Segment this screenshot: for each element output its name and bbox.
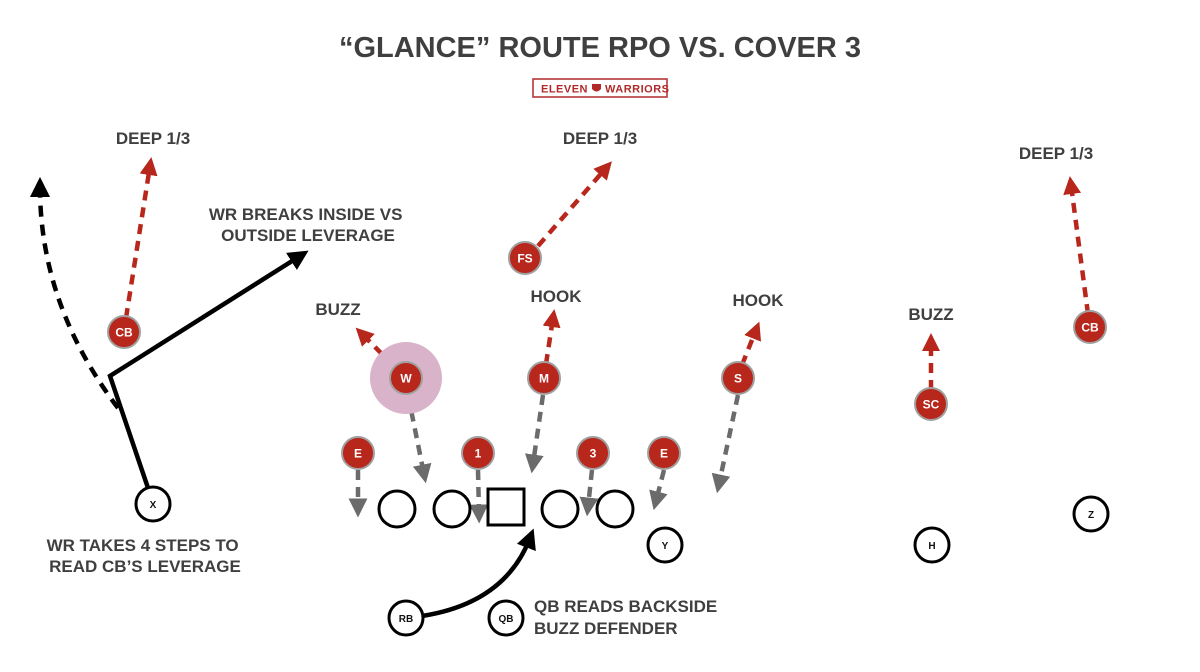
player-h-label: H [928,541,935,552]
offense-skill: X Y H Z RB QB [134,485,1110,637]
defender-dt-3: 3 [576,436,610,470]
zone-label-buzz-left: BUZZ [315,300,360,319]
defender-e-right: E [647,436,681,470]
player-rb: RB [387,599,425,637]
player-z: Z [1072,495,1110,533]
annotation-wr-steps: WR TAKES 4 STEPS TO READ CB’S LEVERAGE [47,536,244,576]
route-rb-mesh [421,528,536,619]
defender-e-left-label: E [354,447,362,461]
defender-cb-left-label: CB [115,326,133,340]
route-m-drop [525,394,546,474]
defender-s-label: S [734,372,742,386]
route-x-alt-dashed [29,176,120,410]
right-guard [540,489,580,529]
player-z-label: Z [1088,510,1094,521]
player-qb-label: QB [499,614,514,625]
route-dt-1-rush [469,469,489,524]
annotation-qb-reads: QB READS BACKSIDE BUZZ DEFENDER [534,597,722,638]
defender-cb-right-label: CB [1081,321,1099,335]
defender-e-left: E [341,436,375,470]
zone-label-deep-middle: DEEP 1/3 [563,129,637,148]
annotation-wr-breaks-line-1: WR BREAKS INSIDE VS [209,205,403,224]
route-m-hook [542,309,561,365]
route-dt-3-rush [579,469,599,517]
player-rb-label: RB [399,614,413,625]
defender-cb-right: CB [1073,310,1107,344]
center [486,487,526,527]
defender-sc: SC [914,387,948,421]
player-x: X [134,485,172,523]
zone-label-deep-left: DEEP 1/3 [116,129,190,148]
annotation-wr-breaks-line-2: OUTSIDE LEVERAGE [221,226,395,245]
player-qb: QB [487,599,525,637]
zone-routes [123,157,1091,390]
defender-w-label: W [400,372,412,386]
rush-routes [348,394,741,524]
annotation-qb-reads-line-2: BUZZ DEFENDER [534,619,678,638]
annotation-wr-breaks: WR BREAKS INSIDE VS OUTSIDE LEVERAGE [209,205,407,245]
offensive-line [377,487,635,529]
route-e-right-rush [649,469,668,511]
offense-routes [29,176,536,619]
zone-label-buzz-right: BUZZ [908,305,953,324]
route-s-hook [739,321,762,366]
defender-dt-3-label: 3 [590,447,597,461]
eleven-warriors-logo: ELEVEN WARRIORS [532,78,670,98]
defender-fs-label: FS [517,252,532,266]
defender-m: M [527,361,561,395]
route-fs-deep [536,161,612,248]
defender-w: W [389,361,423,395]
logo-text-right: WARRIORS [605,84,670,96]
defender-m-label: M [539,372,549,386]
annotation-qb-reads-line-1: QB READS BACKSIDE [534,597,717,616]
annotation-wr-steps-line-2: READ CB’S LEVERAGE [49,557,241,576]
logo-shield-icon [592,84,601,92]
route-s-drop [711,394,741,494]
route-cb-right-deep [1063,176,1091,315]
annotation-wr-steps-line-1: WR TAKES 4 STEPS TO [47,536,239,555]
defender-dt-1: 1 [461,436,495,470]
player-y-label: Y [662,541,669,552]
zone-label-hook-right: HOOK [733,291,785,310]
defender-cb-left: CB [107,315,141,349]
left-guard [432,489,472,529]
zone-label-deep-right: DEEP 1/3 [1019,144,1093,163]
defender-e-right-label: E [660,447,668,461]
defender-sc-label: SC [923,398,940,412]
route-cb-left-deep [123,157,158,319]
defender-dt-1-label: 1 [475,447,482,461]
left-tackle [377,489,417,529]
defender-fs: FS [508,241,542,275]
player-y: Y [646,526,684,564]
route-x-glance [107,250,309,489]
player-x-label: X [150,500,157,511]
logo-text-left: ELEVEN [541,84,588,96]
defense: CB FS CB W M S SC E [107,241,1107,470]
player-h: H [913,526,951,564]
route-w-drop [405,394,432,484]
defender-s: S [721,361,755,395]
diagram-title: “GLANCE” ROUTE RPO VS. COVER 3 [339,32,861,64]
zone-label-hook-left: HOOK [531,287,583,306]
right-tackle [595,489,635,529]
